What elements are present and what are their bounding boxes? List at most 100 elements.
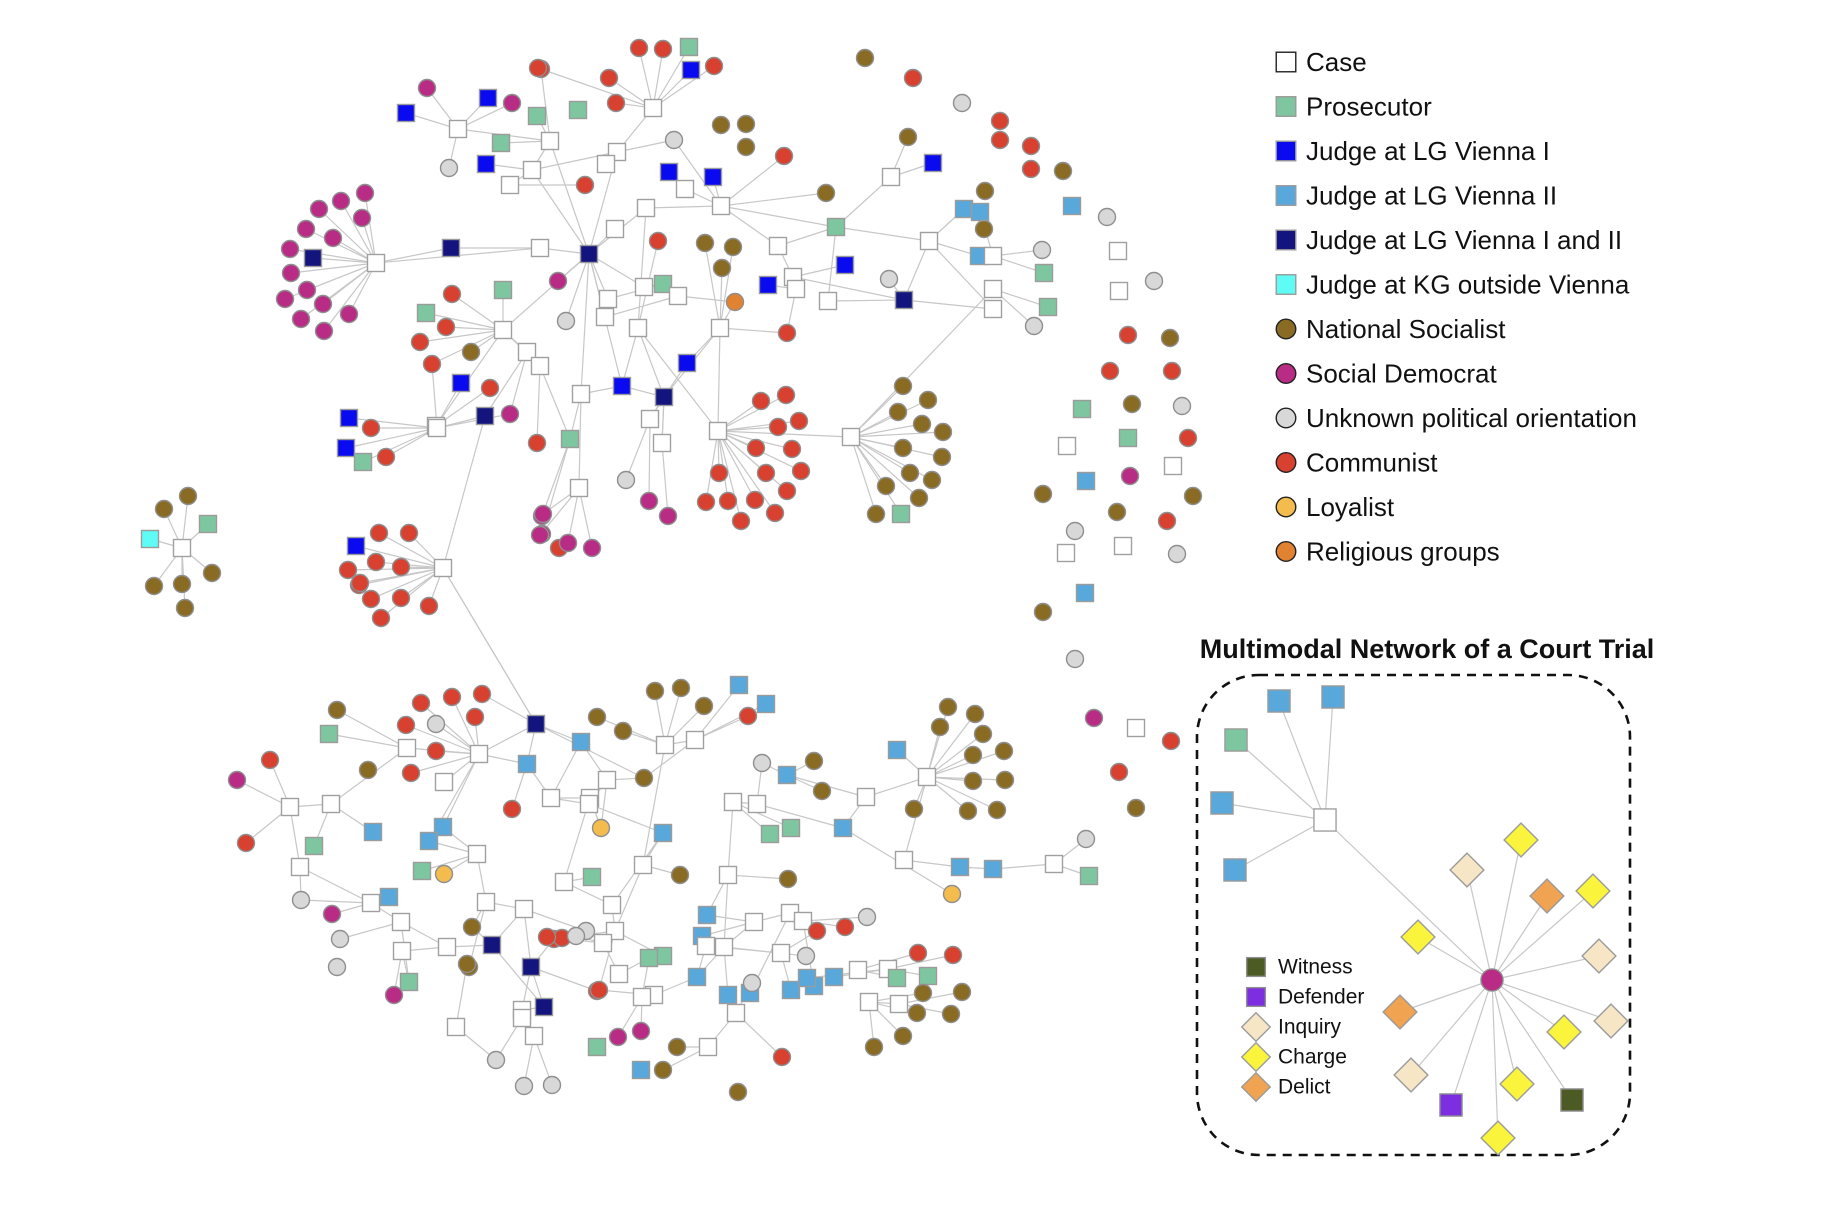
edge bbox=[652, 65, 715, 109]
node-pros-icon bbox=[1034, 263, 1054, 283]
node-sd-icon bbox=[558, 533, 578, 553]
edge bbox=[664, 687, 682, 746]
node-sd-icon bbox=[1480, 968, 1504, 992]
node-j12-icon bbox=[482, 935, 502, 955]
node-com-icon bbox=[376, 447, 396, 467]
node-ns-icon bbox=[667, 1037, 687, 1057]
node-com-icon bbox=[756, 463, 776, 483]
edge bbox=[1221, 802, 1326, 821]
node-case-icon bbox=[726, 1003, 746, 1023]
node-com-icon bbox=[401, 763, 421, 783]
node-j12-icon bbox=[534, 997, 554, 1017]
node-unk-icon bbox=[952, 93, 972, 113]
node-case-icon bbox=[714, 937, 734, 957]
node-case-icon bbox=[983, 299, 1003, 319]
edge bbox=[652, 46, 690, 109]
node-case-icon bbox=[280, 797, 300, 817]
node-com-icon bbox=[731, 511, 751, 531]
edge bbox=[378, 532, 444, 569]
node-case-icon bbox=[894, 850, 914, 870]
edge bbox=[305, 228, 377, 264]
node-j2-icon bbox=[777, 765, 797, 785]
node-com-icon bbox=[1021, 159, 1041, 179]
edge bbox=[992, 863, 1055, 870]
edge bbox=[637, 327, 665, 398]
node-ns-icon bbox=[1053, 161, 1073, 181]
node-pros-icon bbox=[679, 37, 699, 57]
edge bbox=[588, 803, 664, 834]
node-ns-icon bbox=[462, 917, 482, 937]
node-case-icon bbox=[397, 738, 417, 758]
edge bbox=[604, 295, 679, 318]
node-com-icon bbox=[1178, 428, 1198, 448]
node-com-icon bbox=[653, 39, 673, 59]
node-ns-icon bbox=[816, 183, 836, 203]
node-delict-icon bbox=[1382, 994, 1418, 1030]
node-j1-icon bbox=[703, 167, 723, 187]
node-com-icon bbox=[990, 111, 1010, 131]
node-com-icon bbox=[442, 687, 462, 707]
node-unk-icon bbox=[1024, 316, 1044, 336]
node-case-icon bbox=[448, 119, 468, 139]
edge bbox=[420, 702, 480, 755]
node-com-icon bbox=[745, 490, 765, 510]
node-case-icon bbox=[517, 342, 537, 362]
node-case-icon bbox=[571, 384, 591, 404]
node-j2-icon bbox=[970, 202, 990, 222]
edge bbox=[677, 295, 736, 303]
node-pros-icon bbox=[1275, 96, 1297, 117]
node-com-icon bbox=[260, 750, 280, 770]
edge bbox=[1324, 819, 1493, 981]
node-ns-icon bbox=[918, 390, 938, 410]
node-j2-icon bbox=[954, 199, 974, 219]
edge bbox=[445, 326, 504, 331]
node-j2-icon bbox=[631, 1060, 651, 1080]
edge bbox=[339, 921, 402, 940]
node-ns-icon bbox=[876, 476, 896, 496]
node-com-icon bbox=[774, 146, 794, 166]
edge bbox=[717, 430, 776, 514]
node-defender-icon bbox=[1439, 1093, 1463, 1117]
node-unk-icon bbox=[664, 130, 684, 150]
node-sd-icon bbox=[639, 491, 659, 511]
node-ns-icon bbox=[907, 1003, 927, 1023]
node-case-icon bbox=[655, 735, 675, 755]
edge bbox=[719, 246, 734, 329]
edge bbox=[345, 427, 438, 449]
node-case-icon bbox=[361, 893, 381, 913]
node-j2-icon bbox=[687, 967, 707, 987]
edge bbox=[850, 431, 944, 438]
node-ns-icon bbox=[358, 760, 378, 780]
node-j1-icon bbox=[835, 255, 855, 275]
node-com-icon bbox=[426, 741, 446, 761]
node-loy-icon bbox=[1275, 496, 1297, 518]
edge bbox=[540, 68, 551, 142]
edge bbox=[509, 351, 528, 415]
node-ns-icon bbox=[958, 801, 978, 821]
node-sd-icon bbox=[331, 191, 351, 211]
node-j2-icon bbox=[1062, 196, 1082, 216]
edge bbox=[614, 864, 644, 932]
node-case-icon bbox=[593, 933, 613, 953]
node-j2-icon bbox=[756, 694, 776, 714]
node-ns-icon bbox=[1033, 602, 1053, 622]
node-com-icon bbox=[422, 354, 442, 374]
node-com-icon bbox=[338, 560, 358, 580]
node-sd-icon bbox=[502, 93, 522, 113]
edge bbox=[926, 733, 984, 778]
edge bbox=[850, 436, 902, 515]
legend-label: Judge at LG Vienna I and II bbox=[1306, 225, 1622, 255]
node-com-icon bbox=[442, 284, 462, 304]
node-com-icon bbox=[943, 945, 963, 965]
node-ns-icon bbox=[587, 707, 607, 727]
node-com-icon bbox=[777, 323, 797, 343]
node-unk-icon bbox=[1065, 649, 1085, 669]
edge bbox=[468, 901, 487, 968]
node-pros-icon bbox=[493, 280, 513, 300]
node-unk-icon bbox=[616, 470, 636, 490]
edge bbox=[312, 257, 377, 264]
node-delict-icon bbox=[1529, 878, 1565, 914]
node-case-icon bbox=[602, 895, 622, 915]
node-j1-icon bbox=[346, 536, 366, 556]
